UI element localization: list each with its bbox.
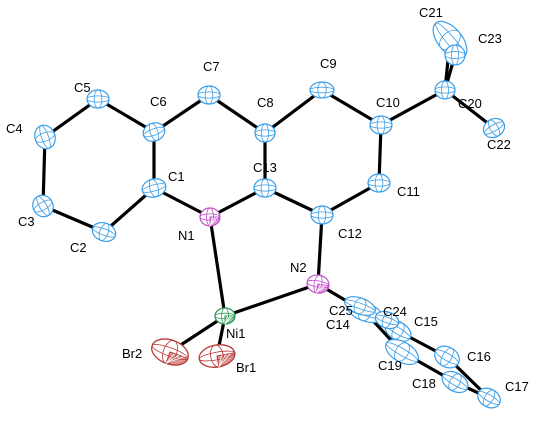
- atom-label-c4: C4: [6, 121, 23, 136]
- atom-label-c15: C15: [414, 314, 438, 329]
- atom-c24: [374, 310, 400, 330]
- atom-br2: [151, 338, 189, 366]
- atom-layer: [32, 20, 506, 409]
- bond-layer: [41, 38, 496, 400]
- atom-label-br1: Br1: [236, 360, 256, 375]
- atom-label-c9: C9: [320, 56, 337, 71]
- atom-label-c24: C24: [383, 304, 407, 319]
- atom-c5: [86, 89, 110, 109]
- bond-c10-c11: [377, 123, 383, 185]
- atom-label-c20: C20: [458, 96, 482, 111]
- atom-label-br2: Br2: [122, 346, 142, 361]
- atom-c10: [369, 115, 393, 135]
- atom-c25: [344, 296, 376, 316]
- atom-c12: [310, 205, 334, 225]
- atom-c3: [32, 194, 54, 218]
- atom-label-c1: C1: [168, 169, 185, 184]
- atom-label-c10: C10: [376, 95, 400, 110]
- atom-label-c8: C8: [257, 95, 274, 110]
- atom-c1: [141, 178, 167, 198]
- atom-label-c7: C7: [203, 59, 220, 74]
- atom-c8: [254, 123, 276, 143]
- atom-c9: [309, 81, 335, 99]
- bond-c12-n2: [316, 213, 324, 286]
- atom-label-c2: C2: [70, 240, 87, 255]
- atom-label-c11: C11: [397, 184, 420, 199]
- atom-c4: [34, 124, 56, 150]
- atom-label-c19: C19: [378, 358, 402, 373]
- atom-c6: [142, 122, 166, 142]
- atom-c19: [385, 338, 419, 366]
- atom-c2: [91, 221, 117, 243]
- bond-c8-c9: [263, 88, 324, 135]
- atom-c13: [253, 178, 277, 198]
- atom-ni1: [214, 307, 236, 325]
- atom-c23: [444, 44, 466, 66]
- bond-c9-c10: [320, 88, 383, 127]
- atom-label-c23: C23: [478, 31, 502, 46]
- atom-label-n1: N1: [178, 228, 195, 243]
- atom-c11: [367, 173, 391, 193]
- atom-label-c3: C3: [18, 214, 35, 229]
- atom-label-c25: C25: [329, 303, 353, 318]
- atom-label-c14: C14: [326, 317, 350, 332]
- atom-c20: [434, 80, 456, 100]
- atom-label-c22: C22: [487, 137, 511, 152]
- atom-label-c16: C16: [467, 349, 491, 364]
- atom-label-n2: N2: [290, 260, 307, 275]
- atom-label-c5: C5: [74, 80, 91, 95]
- atom-label-c17: C17: [505, 379, 529, 394]
- atom-label-c6: C6: [150, 94, 167, 109]
- atom-c16: [434, 345, 460, 369]
- atom-c7: [197, 85, 221, 105]
- atom-label-c13: C13: [253, 160, 277, 175]
- atom-n2: [306, 274, 330, 294]
- atom-label-c21: C21: [419, 5, 443, 20]
- bond-c7-c8: [207, 93, 267, 135]
- atom-label-ni1: Ni1: [226, 326, 246, 341]
- atom-label-c18: C18: [412, 376, 436, 391]
- bond-c10-c20: [379, 88, 447, 127]
- bond-c4-c5: [43, 97, 100, 139]
- atom-c22: [482, 117, 506, 139]
- atom-c17: [477, 387, 501, 409]
- atom-n1: [199, 207, 221, 227]
- bond-n2-ni1: [223, 282, 320, 318]
- atom-c18: [441, 370, 469, 394]
- atom-label-c12: C12: [338, 226, 362, 241]
- bond-n1-ni1: [208, 215, 227, 318]
- atom-br1: [198, 344, 236, 368]
- bond-c20-c22: [443, 88, 496, 130]
